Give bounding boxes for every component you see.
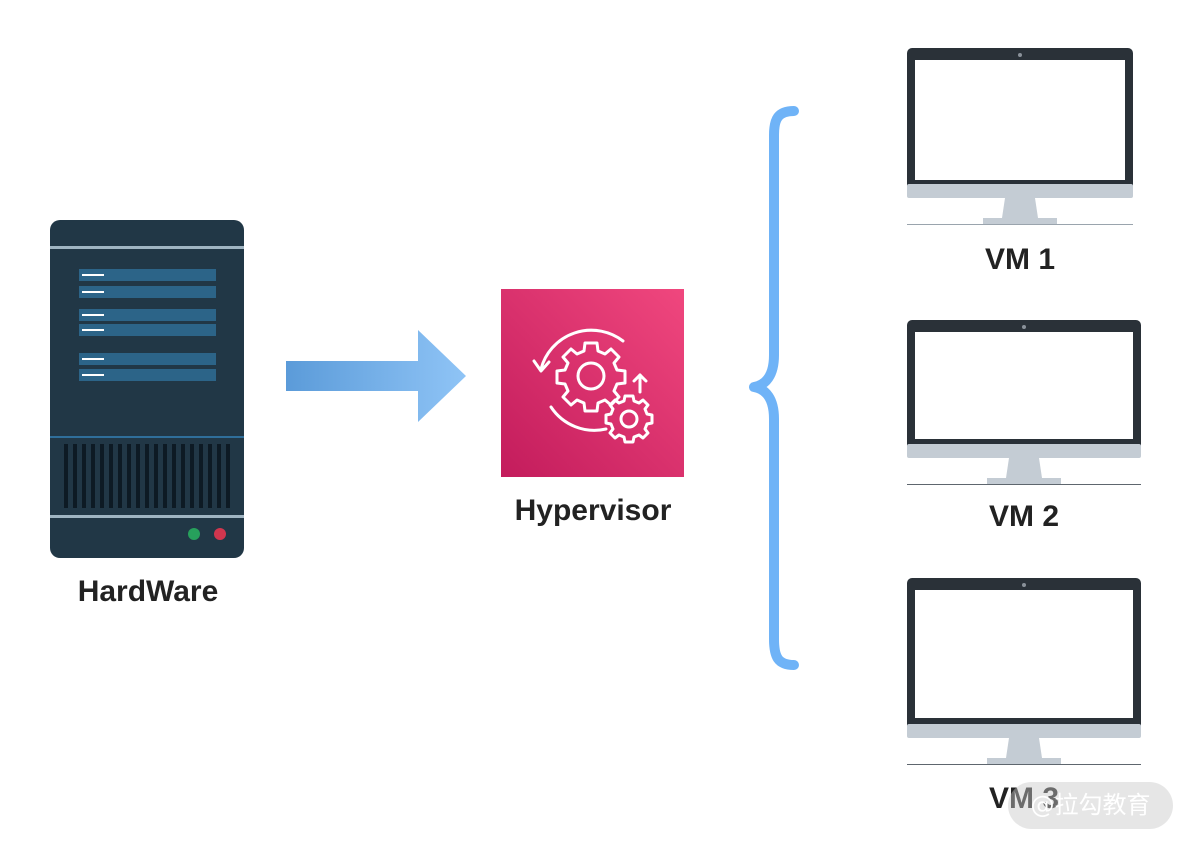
server-vent bbox=[199, 444, 203, 508]
server-vent bbox=[145, 444, 149, 508]
server-vent bbox=[136, 444, 140, 508]
server-vent bbox=[100, 444, 104, 508]
curly-brace-icon bbox=[749, 106, 799, 670]
monitor-icon bbox=[907, 48, 1133, 225]
watermark: @拉勾教育 bbox=[1008, 782, 1173, 829]
server-vent bbox=[217, 444, 221, 508]
server-vent bbox=[226, 444, 230, 508]
server-vent bbox=[82, 444, 86, 508]
vm-2-label: VM 2 bbox=[988, 500, 1060, 533]
server-vent bbox=[109, 444, 113, 508]
server-vent bbox=[127, 444, 131, 508]
right-arrow-icon bbox=[286, 330, 466, 422]
server-vent bbox=[154, 444, 158, 508]
vm-3-label: VM 3 bbox=[988, 782, 1060, 815]
monitor-icon bbox=[907, 320, 1141, 485]
server-vent bbox=[190, 444, 194, 508]
hypervisor-label: Hypervisor bbox=[514, 494, 672, 527]
server-vent bbox=[64, 444, 68, 508]
server-vent bbox=[73, 444, 77, 508]
hardware-label: HardWare bbox=[77, 575, 219, 608]
monitor-icon bbox=[907, 578, 1141, 765]
server-vent bbox=[91, 444, 95, 508]
server-vent bbox=[118, 444, 122, 508]
server-vent bbox=[208, 444, 212, 508]
server-vent bbox=[181, 444, 185, 508]
gears-cycle-icon bbox=[501, 289, 684, 477]
server-vent bbox=[172, 444, 176, 508]
server-icon bbox=[50, 220, 244, 558]
vm-1-label: VM 1 bbox=[984, 243, 1056, 276]
server-vent bbox=[163, 444, 167, 508]
